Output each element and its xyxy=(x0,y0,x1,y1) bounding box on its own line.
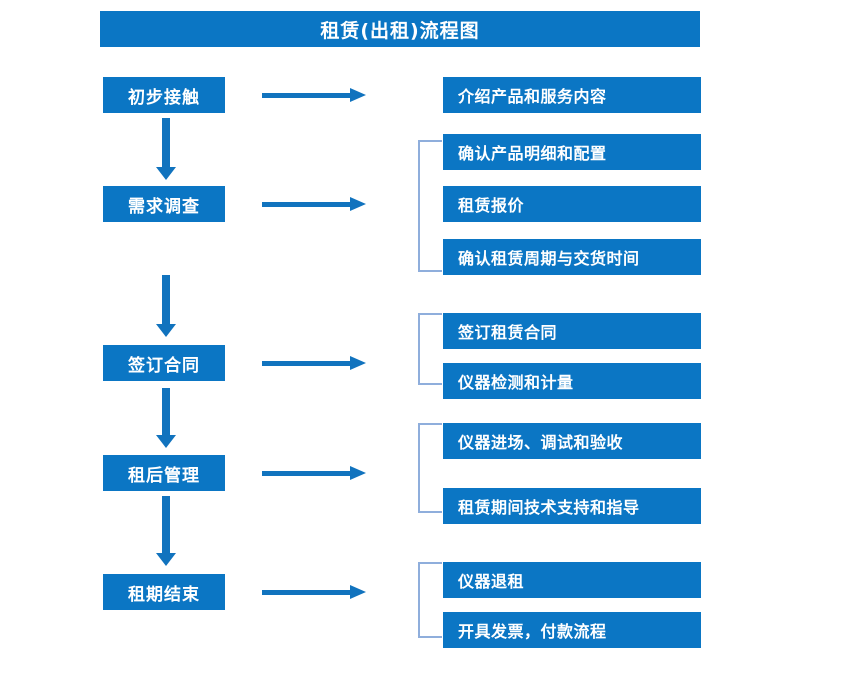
vertical-arrow-2 xyxy=(156,275,176,337)
arrow-head-down-icon xyxy=(156,167,176,180)
arrow-shaft xyxy=(162,496,170,553)
group-bracket-1 xyxy=(418,140,442,272)
arrow-shaft xyxy=(262,361,352,366)
horizontal-arrow-5 xyxy=(262,584,366,600)
detail-box-8[interactable]: 租赁期间技术支持和指导 xyxy=(443,488,701,524)
group-bracket-4 xyxy=(418,562,442,638)
arrow-shaft xyxy=(162,275,170,324)
group-bracket-2 xyxy=(418,313,442,385)
arrow-head-right-icon xyxy=(350,466,366,480)
vertical-arrow-4 xyxy=(156,496,176,566)
arrow-head-right-icon xyxy=(350,88,366,102)
detail-box-7[interactable]: 仪器进场、调试和验收 xyxy=(443,423,701,459)
arrow-shaft xyxy=(262,93,352,98)
arrow-head-down-icon xyxy=(156,435,176,448)
arrow-head-down-icon xyxy=(156,324,176,337)
arrow-shaft xyxy=(162,388,170,435)
arrow-shaft xyxy=(262,202,352,207)
horizontal-arrow-2 xyxy=(262,196,366,212)
detail-box-2[interactable]: 确认产品明细和配置 xyxy=(443,134,701,170)
detail-box-4[interactable]: 确认租赁周期与交货时间 xyxy=(443,239,701,275)
detail-box-10[interactable]: 开具发票，付款流程 xyxy=(443,612,701,648)
detail-box-1[interactable]: 介绍产品和服务内容 xyxy=(443,77,701,113)
page-title: 租赁(出租)流程图 xyxy=(100,11,700,47)
arrow-shaft xyxy=(162,118,170,167)
horizontal-arrow-3 xyxy=(262,355,366,371)
detail-box-3[interactable]: 租赁报价 xyxy=(443,186,701,222)
arrow-head-right-icon xyxy=(350,356,366,370)
group-bracket-3 xyxy=(418,423,442,513)
stage-box-4[interactable]: 租后管理 xyxy=(103,455,225,491)
stage-box-5[interactable]: 租期结束 xyxy=(103,574,225,610)
horizontal-arrow-4 xyxy=(262,465,366,481)
detail-box-6[interactable]: 仪器检测和计量 xyxy=(443,363,701,399)
arrow-shaft xyxy=(262,590,352,595)
stage-box-2[interactable]: 需求调查 xyxy=(103,186,225,222)
stage-box-3[interactable]: 签订合同 xyxy=(103,345,225,381)
arrow-head-right-icon xyxy=(350,585,366,599)
vertical-arrow-3 xyxy=(156,388,176,448)
detail-box-5[interactable]: 签订租赁合同 xyxy=(443,313,701,349)
horizontal-arrow-1 xyxy=(262,87,366,103)
arrow-head-right-icon xyxy=(350,197,366,211)
arrow-head-down-icon xyxy=(156,553,176,566)
arrow-shaft xyxy=(262,471,352,476)
detail-box-9[interactable]: 仪器退租 xyxy=(443,562,701,598)
stage-box-1[interactable]: 初步接触 xyxy=(103,77,225,113)
vertical-arrow-1 xyxy=(156,118,176,180)
